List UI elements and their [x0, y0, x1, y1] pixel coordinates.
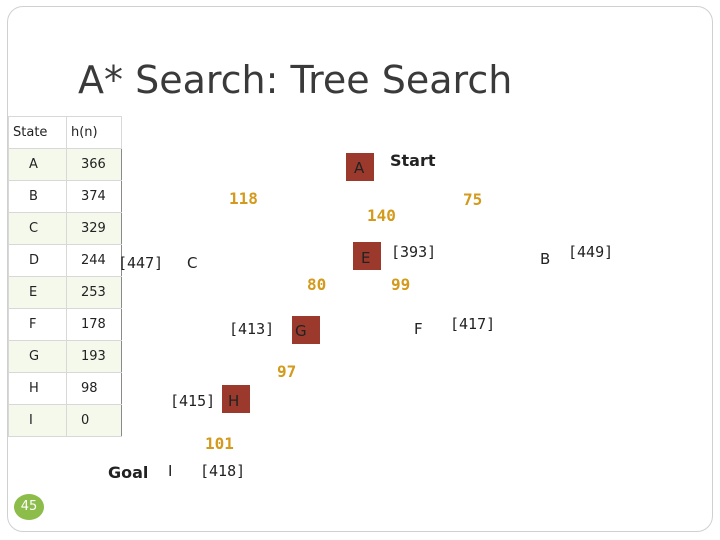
state-cell: C [8, 212, 67, 245]
h-value-cell: 244 [66, 244, 122, 277]
edge-weight-a-b: 75 [463, 190, 482, 209]
state-cell: H [8, 372, 67, 405]
state-cell: E [8, 276, 67, 309]
h-value-cell: 178 [66, 308, 122, 341]
edge-weight-a-e: 140 [367, 206, 396, 225]
node-f-label: F [414, 320, 423, 338]
f-value-h: [415] [170, 392, 215, 410]
h-value-cell: 0 [66, 404, 122, 437]
f-value-e: [393] [391, 243, 436, 261]
edge-weight-e-f: 99 [391, 275, 410, 294]
page-number: 45 [14, 494, 44, 520]
h-value-cell: 98 [66, 372, 122, 405]
edge-weight-g-h: 97 [277, 362, 296, 381]
table-header-row: State h(n) [8, 116, 122, 149]
node-box-e [353, 242, 381, 270]
column-header-state: State [8, 116, 67, 149]
node-box-a [346, 153, 374, 181]
state-cell: B [8, 180, 67, 213]
state-cell: D [8, 244, 67, 277]
node-g-label: G [295, 322, 307, 340]
edge-weight-h-i: 101 [205, 434, 234, 453]
h-value-cell: 253 [66, 276, 122, 309]
f-value-f: [417] [450, 315, 495, 333]
f-value-g: [413] [229, 320, 274, 338]
h-value-cell: 374 [66, 180, 122, 213]
slide-title: A* Search: Tree Search [78, 58, 513, 102]
h-value-cell: 366 [66, 148, 122, 181]
f-value-i: [418] [200, 462, 245, 480]
edge-weight-a-c: 118 [229, 189, 258, 208]
node-c-label: C [187, 254, 197, 272]
state-cell: F [8, 308, 67, 341]
node-i-label: I [168, 462, 172, 480]
f-value-c: [447] [118, 254, 163, 272]
node-h-label: H [228, 392, 239, 410]
goal-label: Goal [108, 463, 148, 482]
node-box-h [222, 385, 250, 413]
state-cell: I [8, 404, 67, 437]
start-label: Start [390, 151, 436, 170]
node-b-label: B [540, 250, 550, 268]
column-header-h: h(n) [66, 116, 122, 149]
edge-weight-e-g: 80 [307, 275, 326, 294]
node-box-g [292, 316, 320, 344]
node-a-label: A [354, 159, 365, 177]
f-value-b: [449] [568, 243, 613, 261]
node-e-label: E [361, 249, 370, 267]
h-value-cell: 193 [66, 340, 122, 373]
